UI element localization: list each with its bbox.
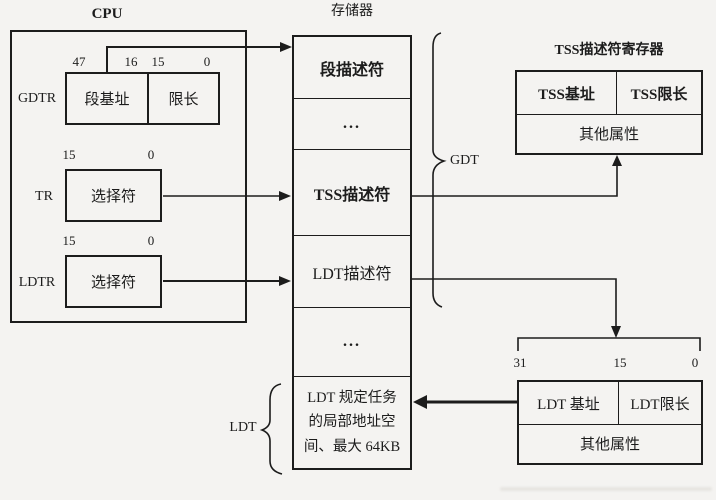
memory-cell-ellipsis-1: ... (294, 98, 410, 149)
gdtr-label: GDTR (17, 91, 57, 106)
tss-register-box: TSS基址 TSS限长 其他属性 (515, 70, 703, 155)
memory-cell-ellipsis-2: ... (294, 307, 410, 376)
tr-bit-15: 15 (62, 147, 76, 162)
ldtr-register-box: 选择符 (65, 255, 162, 308)
tr-selector-field: 选择符 (90, 189, 136, 205)
tss-register-title: TSS描述符寄存器 (554, 43, 664, 58)
ldt-limit-field: LDT限长 (630, 396, 690, 413)
ldtr-label: LDTR (18, 275, 56, 290)
gdtr-base-field: 段基址 (84, 92, 130, 108)
tss-limit-field: TSS限长 (630, 86, 688, 103)
memory-cell-segment-descriptor: 段描述符 (319, 61, 384, 79)
tr-bit-0: 0 (147, 147, 155, 162)
arrowhead-into-tss-register (612, 155, 622, 166)
gdt-brace-label: GDT (450, 153, 479, 168)
tss-base-field: TSS基址 (517, 72, 617, 114)
ldt-register-bit-15: 15 (613, 355, 627, 370)
gdt-brace (432, 32, 447, 308)
arrowhead-into-ldt-descriptor (279, 276, 291, 286)
tr-label: TR (35, 189, 53, 204)
ldt-register-bit-bracket (517, 337, 701, 351)
gdtr-to-gdt-arrow-line (106, 46, 281, 72)
ldt-descriptor-to-register-line (412, 278, 617, 327)
tss-descriptor-to-register-line (412, 165, 618, 197)
arrowhead-into-tss-descriptor (279, 191, 291, 201)
ldt-register-bit-31: 31 (513, 355, 527, 370)
ldt-brace-label: LDT (229, 420, 257, 435)
gdtr-bit-47: 47 (72, 54, 86, 69)
scan-artifact (500, 487, 712, 491)
gdtr-bit-16: 16 (124, 54, 138, 69)
memory-cell-ldt-area: LDT 规定任务 的局部地址空 间、最大 64KB (294, 376, 410, 468)
cpu-box (10, 30, 247, 323)
ldt-brace (259, 383, 283, 475)
gdtr-bit-15: 15 (151, 54, 165, 69)
ldt-base-field: LDT 基址 (519, 382, 619, 424)
memory-box: 段描述符 ... TSS描述符 LDT描述符 ... LDT 规定任务 的局部地… (292, 35, 412, 470)
arrowhead-into-ldt-memory-area (413, 395, 427, 409)
ldtr-bit-15: 15 (62, 233, 76, 248)
tr-register-box: 选择符 (65, 169, 162, 222)
gdtr-register-box: 段基址 限长 (65, 72, 220, 125)
arrowhead-into-gdt-top (280, 42, 292, 52)
gdtr-bit-0: 0 (203, 54, 211, 69)
memory-title: 存储器 (331, 4, 373, 19)
cpu-title: CPU (91, 6, 123, 22)
ldtr-bit-0: 0 (147, 233, 155, 248)
ldtr-selector-field: 选择符 (90, 275, 136, 291)
tss-attrs-field: 其他属性 (578, 127, 639, 143)
arrowhead-into-ldt-register (611, 326, 621, 338)
ldt-register-box: LDT 基址 LDT限长 其他属性 (517, 380, 703, 465)
ldt-attrs-field: 其他属性 (579, 437, 640, 453)
gdtr-limit-field: 限长 (147, 74, 218, 123)
ldt-register-bit-0: 0 (691, 355, 699, 370)
memory-cell-tss-descriptor: TSS描述符 (294, 149, 410, 235)
memory-cell-ldt-descriptor: LDT描述符 (294, 235, 410, 307)
